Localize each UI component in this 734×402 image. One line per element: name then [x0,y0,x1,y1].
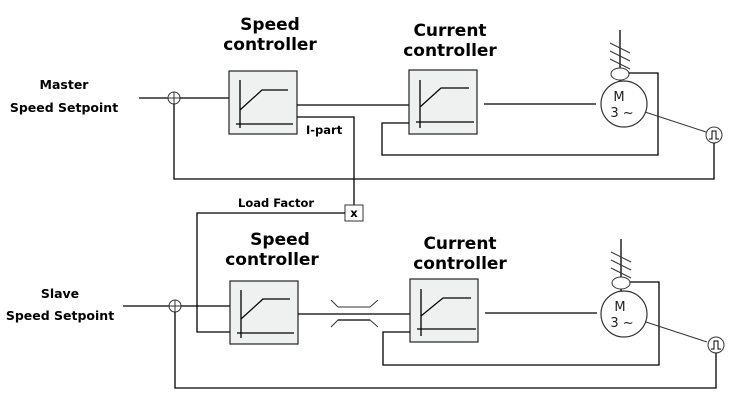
pulse-encoder-icon [707,336,725,354]
pulse-encoder-icon [705,126,723,144]
slave-speed-feedback-wire [174,312,717,389]
master-motor-label-line1: M [613,90,624,105]
current-sensor-icon [611,276,631,290]
slave-speed-controller-title-line1: Speed [250,230,310,250]
motor-icon: M 3 ~ [600,80,648,128]
master-current-controller [408,69,478,135]
master-speed-controller [228,70,298,135]
slave-current-controller-title-line1: Current [423,234,496,254]
master-drive: Master Speed Setpoint Speed controller C… [10,15,723,205]
slave-setpoint-label-line1: Slave [41,286,79,301]
master-setpoint-label-line2: Speed Setpoint [10,100,118,115]
current-sensor-icon [610,67,630,81]
slave-setpoint-label-line2: Speed Setpoint [6,308,114,323]
master-speed-controller-title-line2: controller [223,35,317,55]
slave-current-controller [409,278,479,343]
master-motor-label-line2: 3 ~ [610,106,633,121]
slave-encoder-shaft [645,321,708,343]
motor-icon: M 3 ~ [600,290,648,338]
limiter-characteristic-icon [417,289,476,336]
bridge-crossover-icon [330,299,379,328]
summing-junction-icon [168,299,182,313]
master-encoder-shaft [644,111,707,133]
slave-motor-label-line2: 3 ~ [610,316,633,331]
slave-drive: Slave Speed Setpoint Speed controller Cu… [6,230,725,389]
load-coupling: Load Factor x [196,196,364,333]
load-factor-label: Load Factor [238,196,314,210]
master-setpoint-label-line1: Master [40,77,90,92]
limiter-characteristic-icon [416,80,474,128]
master-speed-controller-title-line1: Speed [240,15,300,35]
limiter-characteristic-icon [237,290,294,338]
multiplier-symbol: x [350,206,358,220]
slave-speed-controller-title-line2: controller [225,250,319,270]
slave-current-feedback-wire [382,281,660,366]
master-current-controller-title-line2: controller [403,41,497,61]
ipart-tap-wire [297,116,355,205]
summing-junction-icon [167,91,181,105]
master-speed-feedback-wire [173,104,715,180]
ipart-label: I-part [306,123,343,137]
limiter-characteristic-icon [236,80,293,128]
master-current-feedback-wire [381,72,659,156]
slave-speed-controller [229,280,299,345]
master-current-controller-title-line1: Current [413,21,486,41]
load-factor-wire [196,212,345,333]
slave-motor-label-line1: M [614,300,625,315]
slave-current-controller-title-line2: controller [413,254,507,274]
